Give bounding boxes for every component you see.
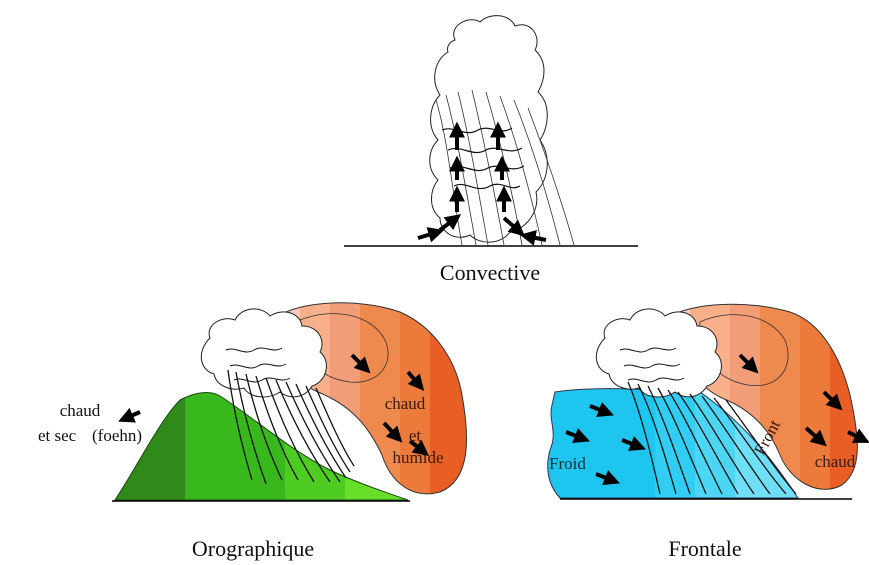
convective-caption: Convective: [440, 260, 540, 285]
convective-diagram: Convective: [344, 16, 638, 285]
foehn-label-line3: (foehn): [92, 426, 142, 445]
frontal-caption: Frontale: [668, 536, 741, 561]
oro-air-label-line1: chaud: [385, 394, 426, 413]
froid-label: Froid: [549, 454, 586, 473]
orographic-diagram: chaud et humide chaud et sec (foehn) Oro…: [38, 290, 475, 561]
frontal-diagram: Front Froid chaud Frontale: [540, 290, 869, 561]
front-chaud-label: chaud: [815, 452, 856, 471]
oro-air-label-line3: humide: [393, 448, 444, 467]
orographic-caption: Orographique: [192, 536, 314, 561]
foehn-label-line2: et sec: [38, 426, 77, 445]
foehn-label-line1: chaud: [60, 401, 101, 420]
oro-air-label-line2: et: [409, 426, 422, 445]
